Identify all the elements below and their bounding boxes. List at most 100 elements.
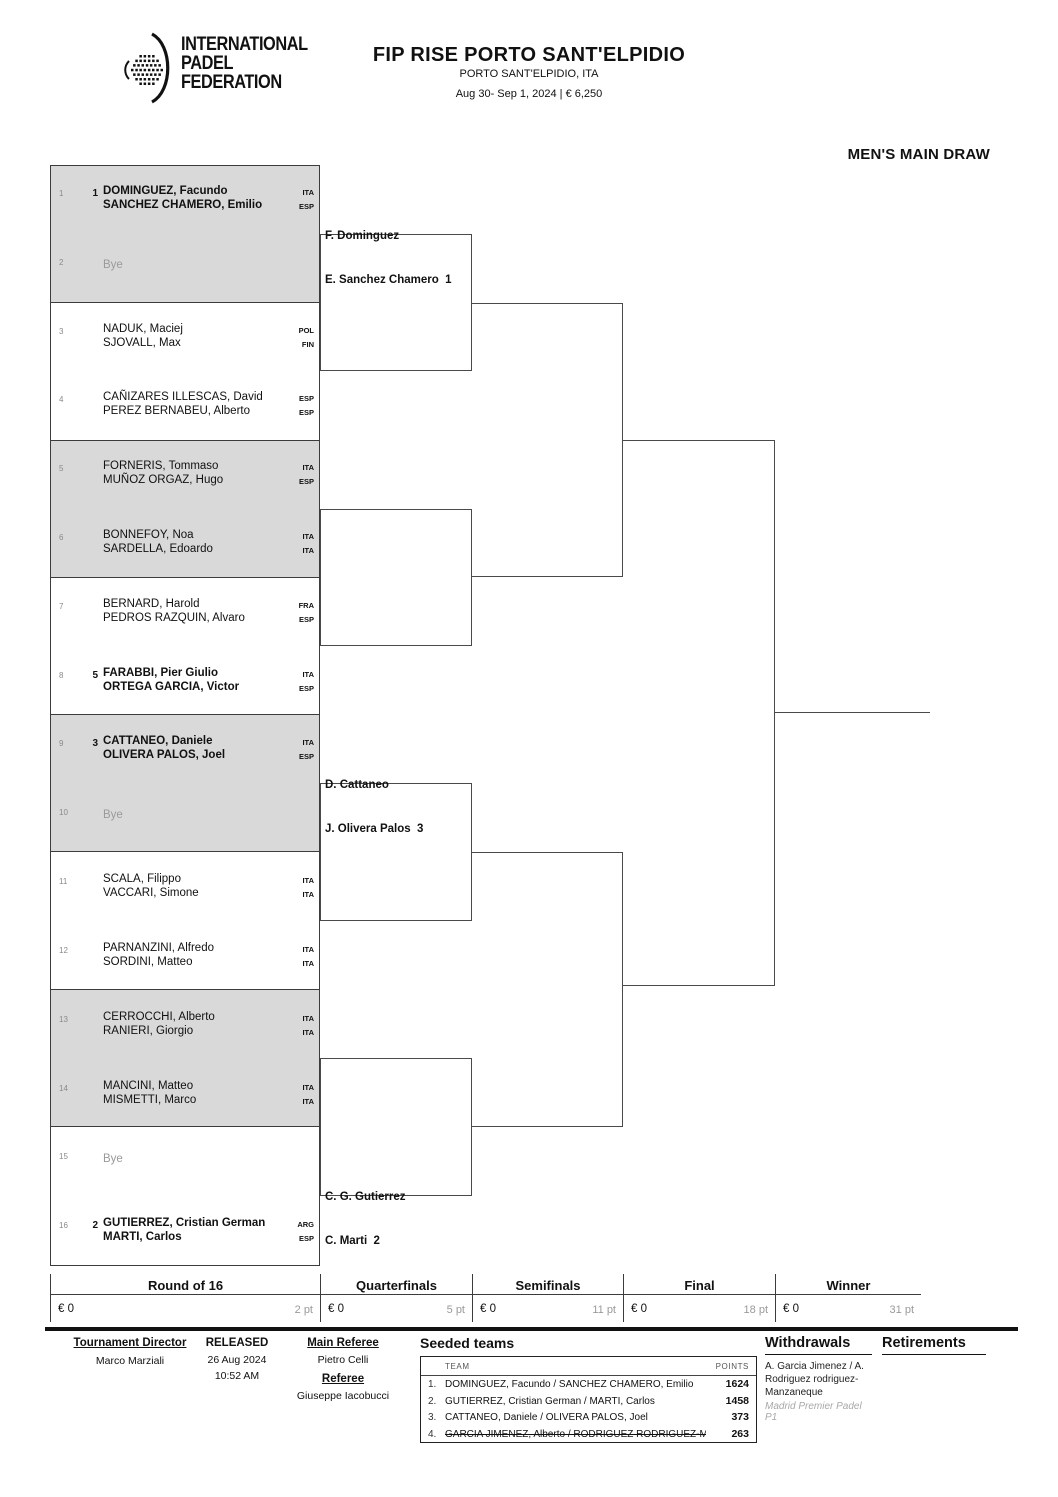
round-header: Winner — [776, 1274, 921, 1295]
tournament-director-label: Tournament Director — [73, 1337, 187, 1349]
country-code: ESP — [298, 752, 314, 762]
country-code: ITA — [302, 876, 314, 886]
bracket-pair-block — [51, 440, 319, 578]
advancing-team-line: D. Cattaneo — [325, 779, 389, 791]
seeded-team-name: CATTANEO, Daniele / OLIVERA PALOS, Joel — [445, 1412, 648, 1423]
logo-line: PADEL — [181, 53, 234, 74]
player-name: BONNEFOY, Noa — [103, 529, 194, 542]
round-header: Semifinals — [473, 1274, 623, 1295]
entry-position: 4 — [59, 395, 64, 405]
player-name: ORTEGA GARCIA, Victor — [103, 680, 240, 693]
advancing-team-label-qf3: D. Cattaneo J. Olivera Palos 3 — [325, 749, 423, 865]
player-name: NADUK, Maciej — [103, 322, 183, 335]
player-name: FARABBI, Pier Giulio — [103, 666, 219, 679]
entry-position: 8 — [59, 670, 64, 680]
player-name: FORNERIS, Tommaso — [103, 460, 219, 473]
seeded-team-points: 263 — [731, 1427, 749, 1440]
referee-name: Giuseppe Iacobucci — [296, 1390, 390, 1402]
tournament-location: PORTO SANT'ELPIDIO, ITA — [459, 68, 599, 80]
player-name: SARDELLA, Edoardo — [103, 543, 213, 556]
seeded-teams-table: TEAM POINTS 1.DOMINGUEZ, Facundo / SANCH… — [420, 1356, 757, 1443]
quarterfinal-box-3 — [320, 783, 472, 921]
advancing-team-line: C. Marti 2 — [325, 1234, 380, 1247]
country-code: ESP — [298, 408, 314, 418]
tournament-title: FIP RISE PORTO SANT'ELPIDIO — [372, 44, 686, 66]
country-code: ITA — [302, 944, 314, 954]
logo-line: FEDERATION — [181, 72, 282, 93]
player-name: MISMETTI, Marco — [103, 1093, 197, 1106]
round-prize: € 0 — [631, 1303, 647, 1315]
round-points: 2 pt — [294, 1304, 313, 1316]
advancing-team-line: F. Dominguez — [325, 230, 400, 242]
round-header: Round of 16 — [51, 1274, 320, 1295]
tournament-director-name: Marco Marziali — [95, 1355, 165, 1367]
winner-line — [775, 712, 930, 713]
country-code: ITA — [302, 532, 314, 542]
seeded-team-row: 3.CATTANEO, Daniele / OLIVERA PALOS, Joe… — [421, 1410, 756, 1426]
entry-position: 11 — [59, 877, 68, 887]
player-name: RANIERI, Giorgio — [103, 1024, 194, 1037]
country-code: ESP — [298, 614, 314, 624]
country-code: ESP — [298, 1234, 314, 1244]
quarterfinal-box-4 — [320, 1058, 472, 1196]
round-prize: € 0 — [480, 1303, 496, 1315]
footer-divider — [45, 1327, 1018, 1331]
round-points: 5 pt — [446, 1304, 465, 1316]
seeded-team-row: 4.GARCIA JIMENEZ, Alberto / RODRIGUEZ RO… — [421, 1427, 756, 1443]
player-name: CAÑIZARES ILLESCAS, David — [103, 391, 263, 404]
seeded-teams-title: Seeded teams — [420, 1335, 515, 1351]
bracket-pair-block — [51, 989, 319, 1127]
advancing-team-line: E. Sanchez Chamero 1 — [325, 273, 452, 286]
seeded-team-name: GUTIERREZ, Cristian German / MARTI, Carl… — [445, 1395, 655, 1407]
draw-title: MEN'S MAIN DRAW — [847, 146, 990, 163]
bye-label: Bye — [103, 258, 123, 271]
entry-position: 12 — [59, 945, 68, 955]
player-name: SCALA, Filippo — [103, 873, 181, 886]
player-name: SORDINI, Matteo — [103, 955, 193, 968]
entry-position: 6 — [59, 533, 64, 543]
entry-position: 13 — [59, 1014, 68, 1024]
seeded-team-row: 1.DOMINGUEZ, Facundo / SANCHEZ CHAMERO, … — [421, 1377, 756, 1393]
quarterfinal-box-1 — [320, 234, 472, 371]
bracket-first-round-column — [50, 165, 320, 1266]
bracket-pair-block — [51, 852, 319, 990]
player-name: PEDROS RAZQUIN, Alvaro — [103, 611, 245, 624]
final-connector — [623, 440, 775, 986]
bye-label: Bye — [103, 1153, 123, 1166]
semifinal-connector-top — [472, 303, 623, 577]
country-code: ESP — [298, 202, 314, 211]
country-code: ITA — [302, 738, 314, 748]
seeded-teams-header: TEAM POINTS — [421, 1357, 756, 1376]
referee-label: Referee — [321, 1373, 365, 1385]
main-referee-label: Main Referee — [307, 1337, 379, 1349]
bracket-pair-block — [51, 578, 319, 715]
entry-seed: 5 — [92, 669, 98, 681]
country-code: ITA — [302, 1027, 314, 1037]
